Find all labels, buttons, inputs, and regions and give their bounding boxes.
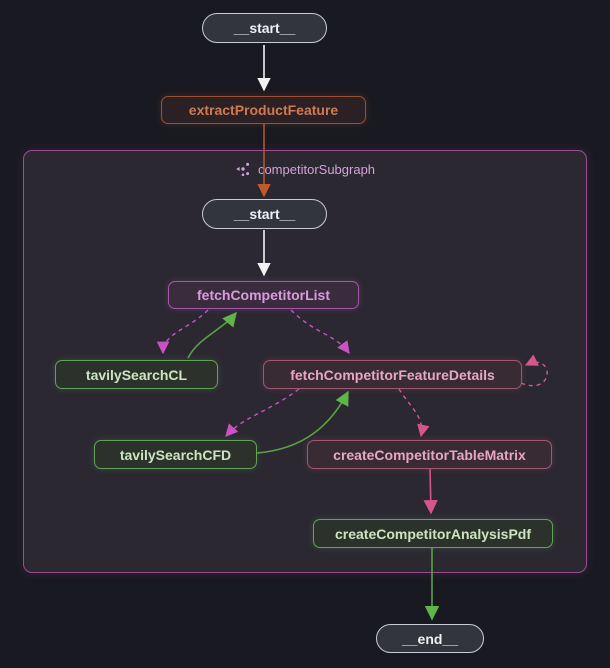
node-label: createCompetitorTableMatrix [333,446,526,463]
subgraph-header: competitorSubgraph [23,159,587,179]
node-label: extractProductFeature [188,102,339,118]
node-label: tavilySearchCL [85,366,188,383]
subgraph-label: competitorSubgraph [257,161,376,177]
node-fetchCompetitorFeatureDetails[interactable]: fetchCompetitorFeatureDetails [263,360,522,389]
node-label: fetchCompetitorFeatureDetails [290,366,495,383]
node-extractProductFeature[interactable]: extractProductFeature [161,96,366,124]
node-label: fetchCompetitorList [197,287,330,303]
node-createCompetitorAnalysisPdf[interactable]: createCompetitorAnalysisPdf [313,519,553,548]
node-start-inner[interactable]: __start__ [202,199,327,229]
node-start-outer[interactable]: __start__ [202,13,327,43]
node-label: __start__ [233,206,296,222]
node-tavilySearchCL[interactable]: tavilySearchCL [55,360,218,389]
node-createCompetitorTableMatrix[interactable]: createCompetitorTableMatrix [307,440,552,469]
subgraph-cluster-icon [236,162,250,177]
node-label: __end__ [401,630,459,647]
node-fetchCompetitorList[interactable]: fetchCompetitorList [168,281,359,309]
node-label: createCompetitorAnalysisPdf [334,525,532,542]
node-end[interactable]: __end__ [376,624,484,653]
node-label: tavilySearchCFD [119,446,232,463]
node-tavilySearchCFD[interactable]: tavilySearchCFD [94,440,257,469]
node-label: __start__ [233,20,296,36]
